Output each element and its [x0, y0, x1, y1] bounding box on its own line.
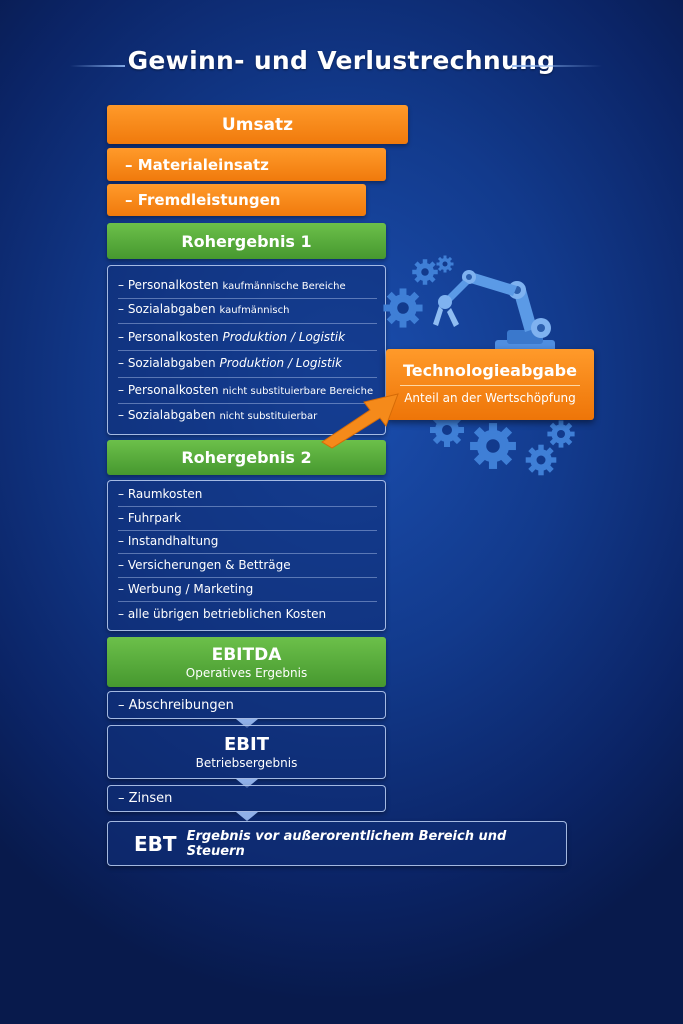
ebt-box: EBT Ergebnis vor außerorentlichem Bereic…: [107, 821, 567, 866]
arrow-icon: [321, 393, 399, 449]
technologieabgabe-subtitle: Anteil an der Wertschöpfung: [404, 391, 576, 405]
ebit-box: EBIT Betriebsergebnis: [107, 725, 386, 779]
page-title: Gewinn- und Verlustrechnung: [127, 46, 556, 75]
separator: [118, 506, 377, 507]
separator: [118, 553, 377, 554]
ebitda-sublabel: Operatives Ergebnis: [185, 665, 308, 680]
cost-item: – Werbung / Marketing: [118, 582, 254, 596]
personal-item: – Personalkosten nicht substituierbare B…: [118, 383, 374, 397]
arrow-down-icon: [236, 719, 258, 728]
separator: [118, 403, 377, 404]
technologieabgabe-box: Technologieabgabe Anteil an der Wertschö…: [386, 349, 594, 420]
separator: [118, 377, 377, 378]
arrow-down-icon: [236, 812, 258, 821]
separator: [118, 601, 377, 602]
umsatz-bar: Umsatz: [107, 105, 408, 144]
personal-item: – Sozialabgaben nicht substituierbar: [118, 408, 318, 422]
arrow-down-icon: [236, 779, 258, 788]
separator: [118, 530, 377, 531]
separator: [118, 577, 377, 578]
cost-item: – Raumkosten: [118, 487, 203, 501]
robot-arm-with-gears-icon: [383, 255, 575, 476]
ebit-label: EBIT: [224, 734, 269, 755]
cost-item: – Versicherungen & Betträge: [118, 558, 291, 572]
personal-item: – Personalkosten Produktion / Logistik: [118, 330, 346, 344]
zinsen-label: – Zinsen: [118, 791, 173, 806]
personal-cost-box: – Personalkosten kaufmännische Bereiche …: [107, 265, 386, 435]
separator: [118, 323, 377, 324]
technologieabgabe-title: Technologieabgabe: [403, 361, 577, 380]
ebit-sublabel: Betriebsergebnis: [195, 756, 298, 770]
fremdleistungen-label: – Fremdleistungen: [125, 191, 281, 209]
abschreibungen-label: – Abschreibungen: [118, 697, 234, 713]
ebt-sublabel: Ergebnis vor außerorentlichem Bereich un…: [186, 828, 507, 859]
rohergebnis1-label: Rohergebnis 1: [181, 231, 312, 251]
rohergebnis2-label: Rohergebnis 2: [181, 448, 312, 467]
umsatz-label: Umsatz: [221, 114, 294, 135]
personal-item: – Sozialabgaben Produktion / Logistik: [118, 356, 343, 370]
title-line-right: [512, 65, 602, 67]
zinsen-bar: – Zinsen: [107, 785, 386, 812]
technologieabgabe-divider: [400, 385, 580, 386]
separator: [118, 350, 377, 351]
cost-item: – alle übrigen betrieblichen Kosten: [118, 607, 327, 621]
separator: [118, 298, 377, 299]
rohergebnis2-bar: Rohergebnis 2: [107, 440, 386, 475]
abschreibungen-bar: – Abschreibungen: [107, 691, 386, 719]
rohergebnis1-bar: Rohergebnis 1: [107, 223, 386, 259]
materialeinsatz-label: – Materialeinsatz: [125, 155, 269, 174]
cost-item: – Instandhaltung: [118, 534, 219, 548]
ebitda-label: EBITDA: [211, 644, 282, 665]
title-line-left: [70, 65, 125, 67]
cost-item: – Fuhrpark: [118, 511, 182, 525]
fremdleistungen-bar: – Fremdleistungen: [107, 184, 366, 216]
ebt-label: EBT: [134, 831, 177, 856]
ebitda-bar: EBITDA Operatives Ergebnis: [107, 637, 386, 687]
materialeinsatz-bar: – Materialeinsatz: [107, 148, 386, 181]
personal-item: – Sozialabgaben kaufmännisch: [118, 302, 290, 316]
operating-cost-box: – Raumkosten – Fuhrpark – Instandhaltung…: [107, 480, 386, 631]
personal-item: – Personalkosten kaufmännische Bereiche: [118, 278, 346, 292]
